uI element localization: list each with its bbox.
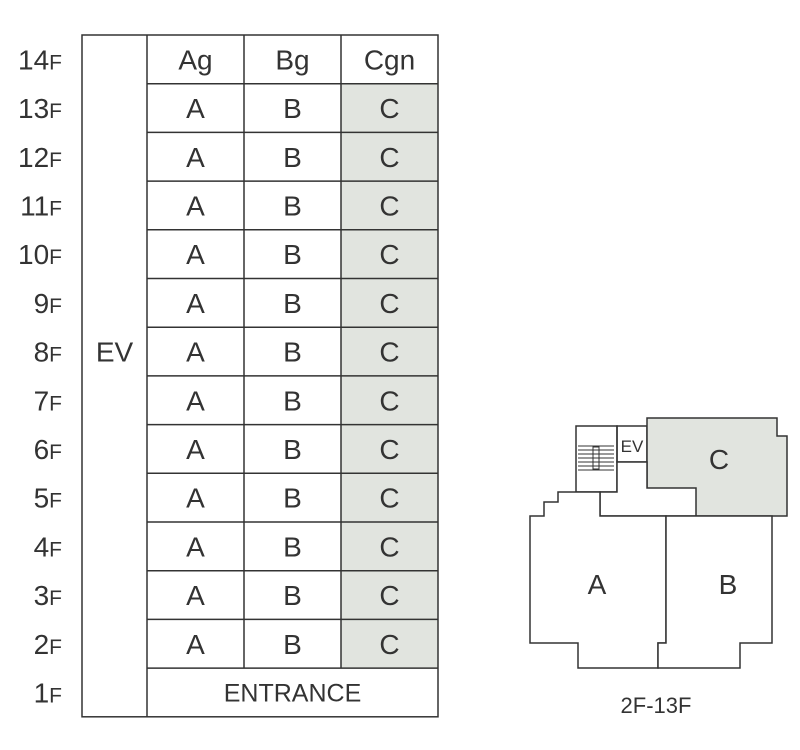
- floor-label: 5F: [34, 483, 62, 514]
- floor-label: 3F: [34, 580, 62, 611]
- floor-label: 10F: [18, 239, 62, 270]
- floor-label: 2F: [34, 629, 62, 660]
- unit-cell-label: C: [379, 190, 399, 221]
- unit-cell-label: B: [283, 93, 302, 124]
- unit-cell-label: B: [283, 580, 302, 611]
- unit-cell-label: A: [186, 239, 205, 270]
- unit-cell-label: C: [379, 385, 399, 416]
- floor-label: 8F: [34, 337, 62, 368]
- unit-cell-label: A: [186, 337, 205, 368]
- unit-cell-label: B: [283, 142, 302, 173]
- unit-cell-label: A: [186, 385, 205, 416]
- unit-cell-label: A: [186, 531, 205, 562]
- column-header: Bg: [275, 44, 309, 75]
- unit-cell-label: C: [379, 483, 399, 514]
- floor-label: 6F: [34, 434, 62, 465]
- unit-cell-label: A: [186, 142, 205, 173]
- floor-label: 1F: [34, 677, 62, 708]
- floor-label: 11F: [20, 190, 62, 221]
- unit-cell-label: A: [186, 580, 205, 611]
- unit-cell-label: C: [379, 288, 399, 319]
- unit-cell-label: B: [283, 337, 302, 368]
- unit-cell-label: B: [283, 239, 302, 270]
- unit-cell-label: C: [379, 629, 399, 660]
- floor-label: 14F: [18, 44, 62, 75]
- unit-cell-label: B: [283, 190, 302, 221]
- plan-unit-b-label: B: [719, 569, 738, 600]
- unit-cell-label: C: [379, 434, 399, 465]
- entrance-label: ENTRANCE: [224, 679, 362, 707]
- unit-cell-label: C: [379, 337, 399, 368]
- floor-label: 9F: [34, 288, 62, 319]
- unit-cell-label: A: [186, 190, 205, 221]
- unit-cell-label: A: [186, 629, 205, 660]
- plan-unit-a-label: A: [588, 569, 607, 600]
- unit-cell-label: B: [283, 531, 302, 562]
- plan-unit-b: [657, 515, 773, 669]
- unit-cell-label: A: [186, 483, 205, 514]
- unit-cell-label: B: [283, 483, 302, 514]
- floor-label: 4F: [34, 531, 62, 562]
- floor-label: 12F: [18, 142, 62, 173]
- unit-cell-label: C: [379, 580, 399, 611]
- unit-cell-label: B: [283, 288, 302, 319]
- unit-cell-label: A: [186, 434, 205, 465]
- stair-icon: [578, 445, 614, 471]
- unit-cell-label: A: [186, 288, 205, 319]
- ev-label: EV: [96, 337, 134, 368]
- plan-ev-label: EV: [621, 437, 644, 456]
- unit-cell-label: B: [283, 385, 302, 416]
- unit-cell-label: C: [379, 531, 399, 562]
- unit-cell-label: C: [379, 93, 399, 124]
- unit-cell-label: A: [186, 93, 205, 124]
- column-header: Ag: [178, 44, 212, 75]
- floor-label: 7F: [34, 385, 62, 416]
- column-header: Cgn: [364, 44, 415, 75]
- unit-cell-label: C: [379, 239, 399, 270]
- unit-cell-label: B: [283, 434, 302, 465]
- unit-cell-label: C: [379, 142, 399, 173]
- plan-unit-c-label: C: [709, 444, 729, 475]
- plan-caption: 2F-13F: [621, 693, 692, 718]
- unit-cell-label: B: [283, 629, 302, 660]
- floor-label: 13F: [18, 93, 62, 124]
